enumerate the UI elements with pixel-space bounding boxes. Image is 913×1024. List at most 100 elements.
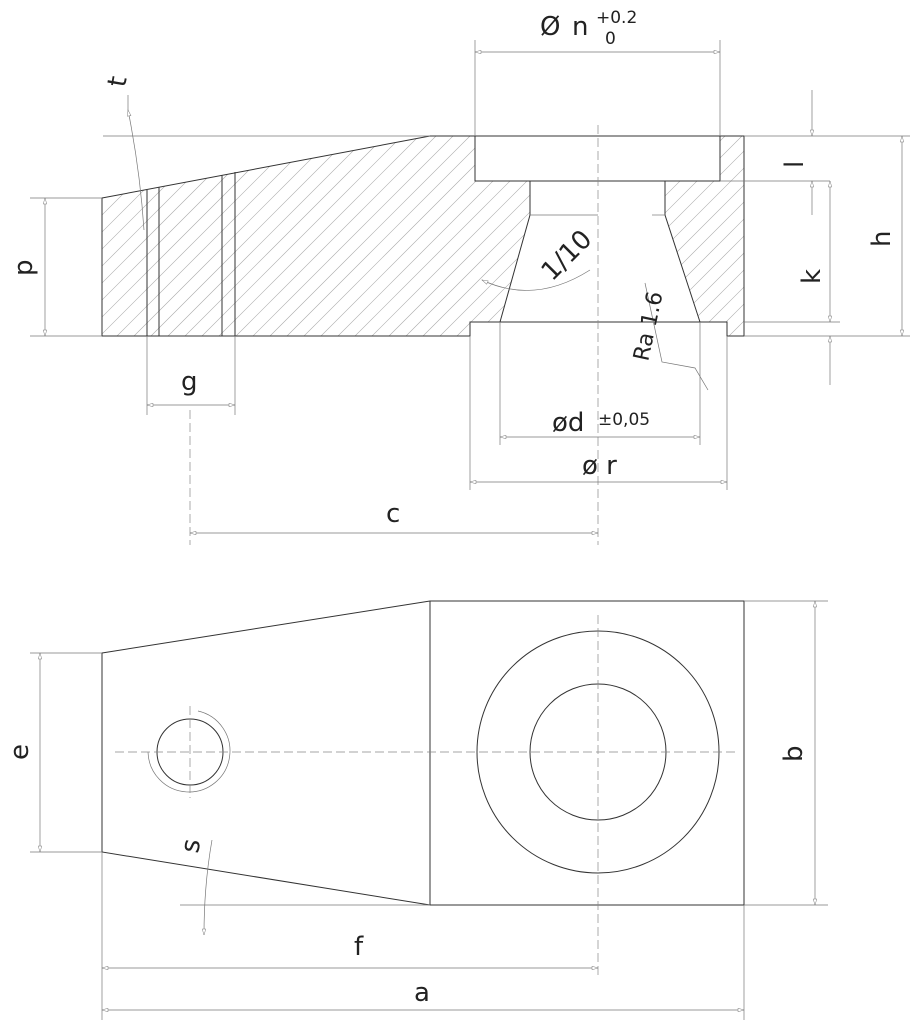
dim-g-label: g xyxy=(181,367,198,397)
hatch-line xyxy=(665,136,744,336)
hatch-line xyxy=(102,136,320,336)
hatch-line xyxy=(137,136,439,336)
hatch-line xyxy=(154,136,456,336)
hatch-line xyxy=(665,136,744,336)
hatch-line xyxy=(852,100,913,400)
hatch-line xyxy=(614,100,913,400)
hatch-line xyxy=(665,136,744,336)
dim-d-label: ød xyxy=(552,408,584,438)
section-hatching-right xyxy=(0,100,913,400)
hatch-line xyxy=(443,136,530,336)
hatch-line xyxy=(801,100,913,400)
hatch-line xyxy=(341,136,530,336)
taper-arc xyxy=(481,269,591,291)
dim-c-label: c xyxy=(386,499,400,529)
hatch-line xyxy=(750,100,913,400)
hatch-line xyxy=(307,136,530,336)
hatch-line xyxy=(358,136,530,336)
hatch-line xyxy=(324,136,530,336)
hatch-line xyxy=(665,136,744,336)
hatch-line xyxy=(631,100,913,400)
taper-label: 1/10 xyxy=(536,224,599,287)
hatch-line xyxy=(0,100,200,400)
dim-s-label: s xyxy=(175,837,207,856)
hatch-line xyxy=(835,100,913,400)
hatch-line xyxy=(732,136,744,336)
hatch-line xyxy=(681,136,744,336)
hatch-line xyxy=(256,136,530,336)
dim-h-label: h xyxy=(867,231,897,247)
hatch-line xyxy=(273,136,530,336)
dim-n-prefix: Ø xyxy=(540,12,560,42)
hatch-line xyxy=(698,136,744,336)
dim-l-label: l xyxy=(780,161,810,168)
dim-d-tolerance: ±0,05 xyxy=(598,410,650,430)
hatch-line xyxy=(102,136,235,336)
dim-a-label: a xyxy=(414,978,430,1008)
top-view xyxy=(30,600,828,1020)
hatch-line xyxy=(239,136,530,336)
dim-s-arc xyxy=(201,839,213,936)
hatch-line xyxy=(188,136,490,336)
hatch-line xyxy=(171,136,473,336)
hatch-line xyxy=(460,136,530,336)
hatch-line xyxy=(102,136,252,336)
hatch-line xyxy=(102,136,354,336)
hatch-line xyxy=(0,100,217,400)
dim-r-label: ø r xyxy=(582,451,617,481)
dim-k-label: k xyxy=(797,269,827,284)
hatch-line xyxy=(665,136,744,336)
hatch-line xyxy=(835,100,913,400)
hatch-line xyxy=(102,136,218,336)
hatch-line xyxy=(222,136,524,336)
hatch-line xyxy=(665,136,744,336)
dim-n-label: n xyxy=(572,12,588,42)
hatch-line xyxy=(886,100,913,400)
hatch-line xyxy=(699,100,913,400)
hatch-line xyxy=(102,136,388,336)
dim-b-label: b xyxy=(779,745,809,762)
hatch-line xyxy=(665,136,744,336)
hatch-line xyxy=(102,136,303,336)
hatch-line xyxy=(665,136,744,336)
counterbore xyxy=(474,136,721,182)
hatch-line xyxy=(0,100,251,400)
pin-thread-arc xyxy=(147,710,231,793)
dim-n-lower-tol: 0 xyxy=(605,29,616,49)
hatch-line xyxy=(784,100,913,400)
dim-t-label: t xyxy=(102,74,133,89)
hatch-line xyxy=(750,100,913,400)
hatch-line xyxy=(716,100,913,400)
roughness-leader xyxy=(644,282,709,391)
dim-f-label: f xyxy=(354,932,364,962)
dim-e-label: e xyxy=(5,744,35,760)
hatch-line xyxy=(665,136,744,336)
hatch-line xyxy=(205,136,507,336)
roughness-label: Ra 1.6 xyxy=(629,289,668,363)
section-outline xyxy=(101,135,745,337)
hatch-line xyxy=(733,100,913,400)
bore-left-wall xyxy=(499,181,531,323)
hatch-line xyxy=(102,136,286,336)
hatch-line xyxy=(102,136,201,336)
hatch-line xyxy=(818,100,913,400)
section-hatching xyxy=(102,100,913,400)
hatch-line xyxy=(648,100,913,400)
hatch-line xyxy=(852,100,913,400)
hatch-line xyxy=(665,136,744,336)
top-outline xyxy=(101,600,745,906)
hatch-line xyxy=(120,136,422,336)
hatch-line xyxy=(869,100,913,400)
hatch-line xyxy=(801,100,913,400)
hatch-line xyxy=(0,100,234,400)
hatch-line xyxy=(665,100,913,400)
hatch-line xyxy=(886,100,913,400)
dim-p-label: p xyxy=(9,259,39,276)
dim-t-arc xyxy=(127,109,145,231)
hatch-line xyxy=(767,100,913,400)
hatch-line xyxy=(682,100,913,400)
hatch-line xyxy=(715,136,744,336)
hatch-line xyxy=(0,100,285,400)
hatch-line xyxy=(869,100,913,400)
